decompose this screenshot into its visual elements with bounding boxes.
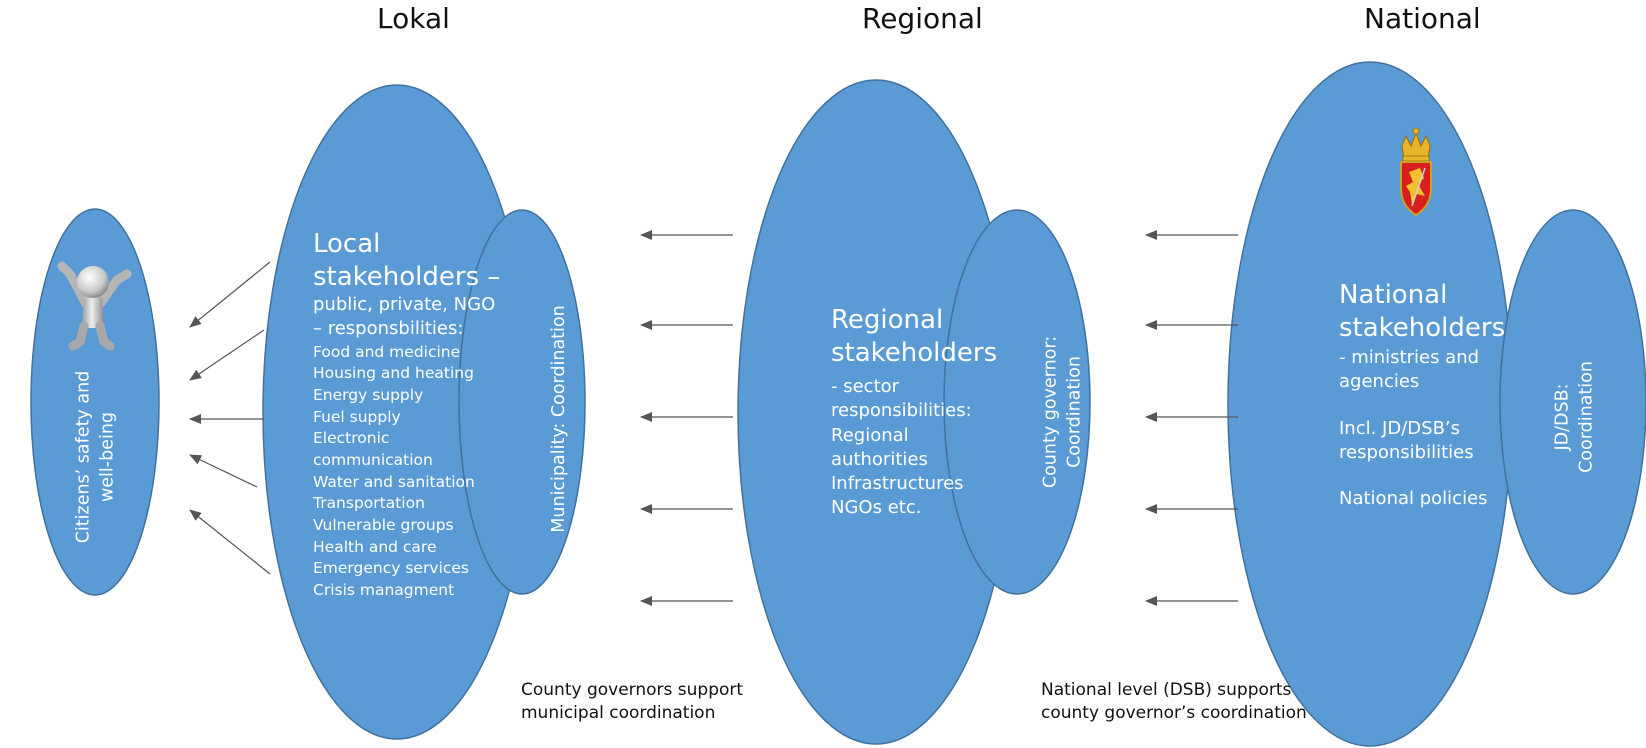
local-title-line: Local xyxy=(313,229,381,259)
list-item: Health and care xyxy=(313,537,437,556)
jd-dsb-coordination-ellipse xyxy=(1499,209,1646,595)
list-item: Crisis managment xyxy=(313,581,455,600)
coat-of-arms-icon xyxy=(1400,127,1432,217)
local-subtitle: public, private, NGO – responsbilities: xyxy=(313,293,513,342)
national-body-line: agencies xyxy=(1339,371,1420,393)
jd-dsb-coordination-line: Coordination xyxy=(1576,361,1596,473)
list-item: Energy supply xyxy=(313,385,424,404)
caption-line: National level (DSB) supports xyxy=(1041,680,1292,700)
municipality-coordination-label: Municipality: Coordination xyxy=(548,305,572,532)
municipality-coordination-ellipse xyxy=(458,209,586,595)
municipality-coordination-line: Municipality: Coordination xyxy=(549,305,570,533)
arrow-left-icon xyxy=(189,329,265,381)
regional-body-line: - sector xyxy=(831,376,900,397)
regional-body-line: Infrastructures xyxy=(831,473,964,495)
regional-stakeholders-text: Regional stakeholders - sector responsib… xyxy=(831,304,1001,521)
list-item: Emergency services xyxy=(313,559,469,578)
caption-line: county governor’s coordination xyxy=(1041,703,1307,724)
national-policies: National policies xyxy=(1339,488,1488,510)
jd-dsb-coordination-label: JD/DSB: Coordination xyxy=(1551,361,1598,473)
local-title: Local stakeholders – xyxy=(313,228,513,293)
list-item: communication xyxy=(313,451,433,470)
list-item: Transportation xyxy=(313,494,425,513)
list-item: Vulnerable groups xyxy=(313,516,454,535)
national-incl-line: responsibilities xyxy=(1339,441,1474,463)
county-support-caption: County governors support municipal coord… xyxy=(521,679,743,726)
regional-body-line: responsibilities: xyxy=(831,400,972,422)
regional-title-line: Regional xyxy=(831,305,944,335)
national-body: - ministries and agencies xyxy=(1339,346,1509,395)
national-title-line: stakeholders xyxy=(1339,312,1506,343)
caption-line: County governors support xyxy=(521,680,744,700)
citizens-label-line: Citizens’ safety and xyxy=(73,370,94,544)
list-item: Water and sanitation xyxy=(313,472,475,491)
arrow-left-icon xyxy=(189,509,271,575)
arrow-left-icon xyxy=(189,261,271,328)
local-responsibility-list: Food and medicine Housing and heating En… xyxy=(313,342,513,602)
caption-line: municipal coordination xyxy=(521,703,716,724)
regional-title: Regional stakeholders xyxy=(831,304,1001,369)
level-header-national: National xyxy=(1364,2,1481,35)
regional-to-local-arrows xyxy=(640,230,733,606)
national-support-caption: National level (DSB) supports county gov… xyxy=(1041,679,1307,726)
national-stakeholders-text: National stakeholders - ministries and a… xyxy=(1339,279,1509,511)
citizens-ellipse xyxy=(30,208,160,596)
local-subtitle-line: public, private, NGO xyxy=(313,294,496,315)
list-item: Housing and heating xyxy=(313,364,474,383)
list-item: Food and medicine xyxy=(313,342,461,361)
national-body-line: - ministries and xyxy=(1339,347,1480,368)
local-to-citizens-arrows xyxy=(189,261,271,575)
person-icon xyxy=(57,261,132,351)
local-stakeholders-text: Local stakeholders – public, private, NG… xyxy=(313,228,513,602)
regional-body-line: Regional xyxy=(831,424,909,446)
national-incl: Incl. JD/DSB’s responsibilities xyxy=(1339,417,1509,466)
regional-body-line: authorities xyxy=(831,448,928,470)
national-title-line: National xyxy=(1339,280,1448,310)
national-title: National stakeholders xyxy=(1339,279,1509,344)
list-item: Electronic xyxy=(313,429,390,448)
local-subtitle-line: – responsbilities: xyxy=(313,318,464,340)
citizens-label-line: well-being xyxy=(97,411,117,503)
county-governor-coordination-line: County governor: xyxy=(1040,335,1061,489)
national-to-regional-arrows xyxy=(1145,230,1238,606)
county-governor-coordination-label: County governor: Coordination xyxy=(1039,336,1086,488)
regional-body-line: NGOs etc. xyxy=(831,497,922,519)
local-title-line: stakeholders – xyxy=(313,261,501,292)
regional-title-line: stakeholders xyxy=(831,337,998,368)
citizens-label: Citizens’ safety and well-being xyxy=(72,371,119,544)
level-header-regional: Regional xyxy=(862,2,983,35)
list-item: Fuel supply xyxy=(313,407,401,426)
county-governor-coordination-ellipse xyxy=(943,209,1091,595)
arrow-left-icon xyxy=(189,454,258,488)
national-incl-line: Incl. JD/DSB’s xyxy=(1339,417,1461,439)
level-header-lokal: Lokal xyxy=(377,2,450,35)
jd-dsb-coordination-line: JD/DSB: xyxy=(1552,383,1573,451)
county-governor-coordination-line: Coordination xyxy=(1064,356,1084,468)
regional-body: - sector responsibilities: Regional auth… xyxy=(831,375,1001,521)
